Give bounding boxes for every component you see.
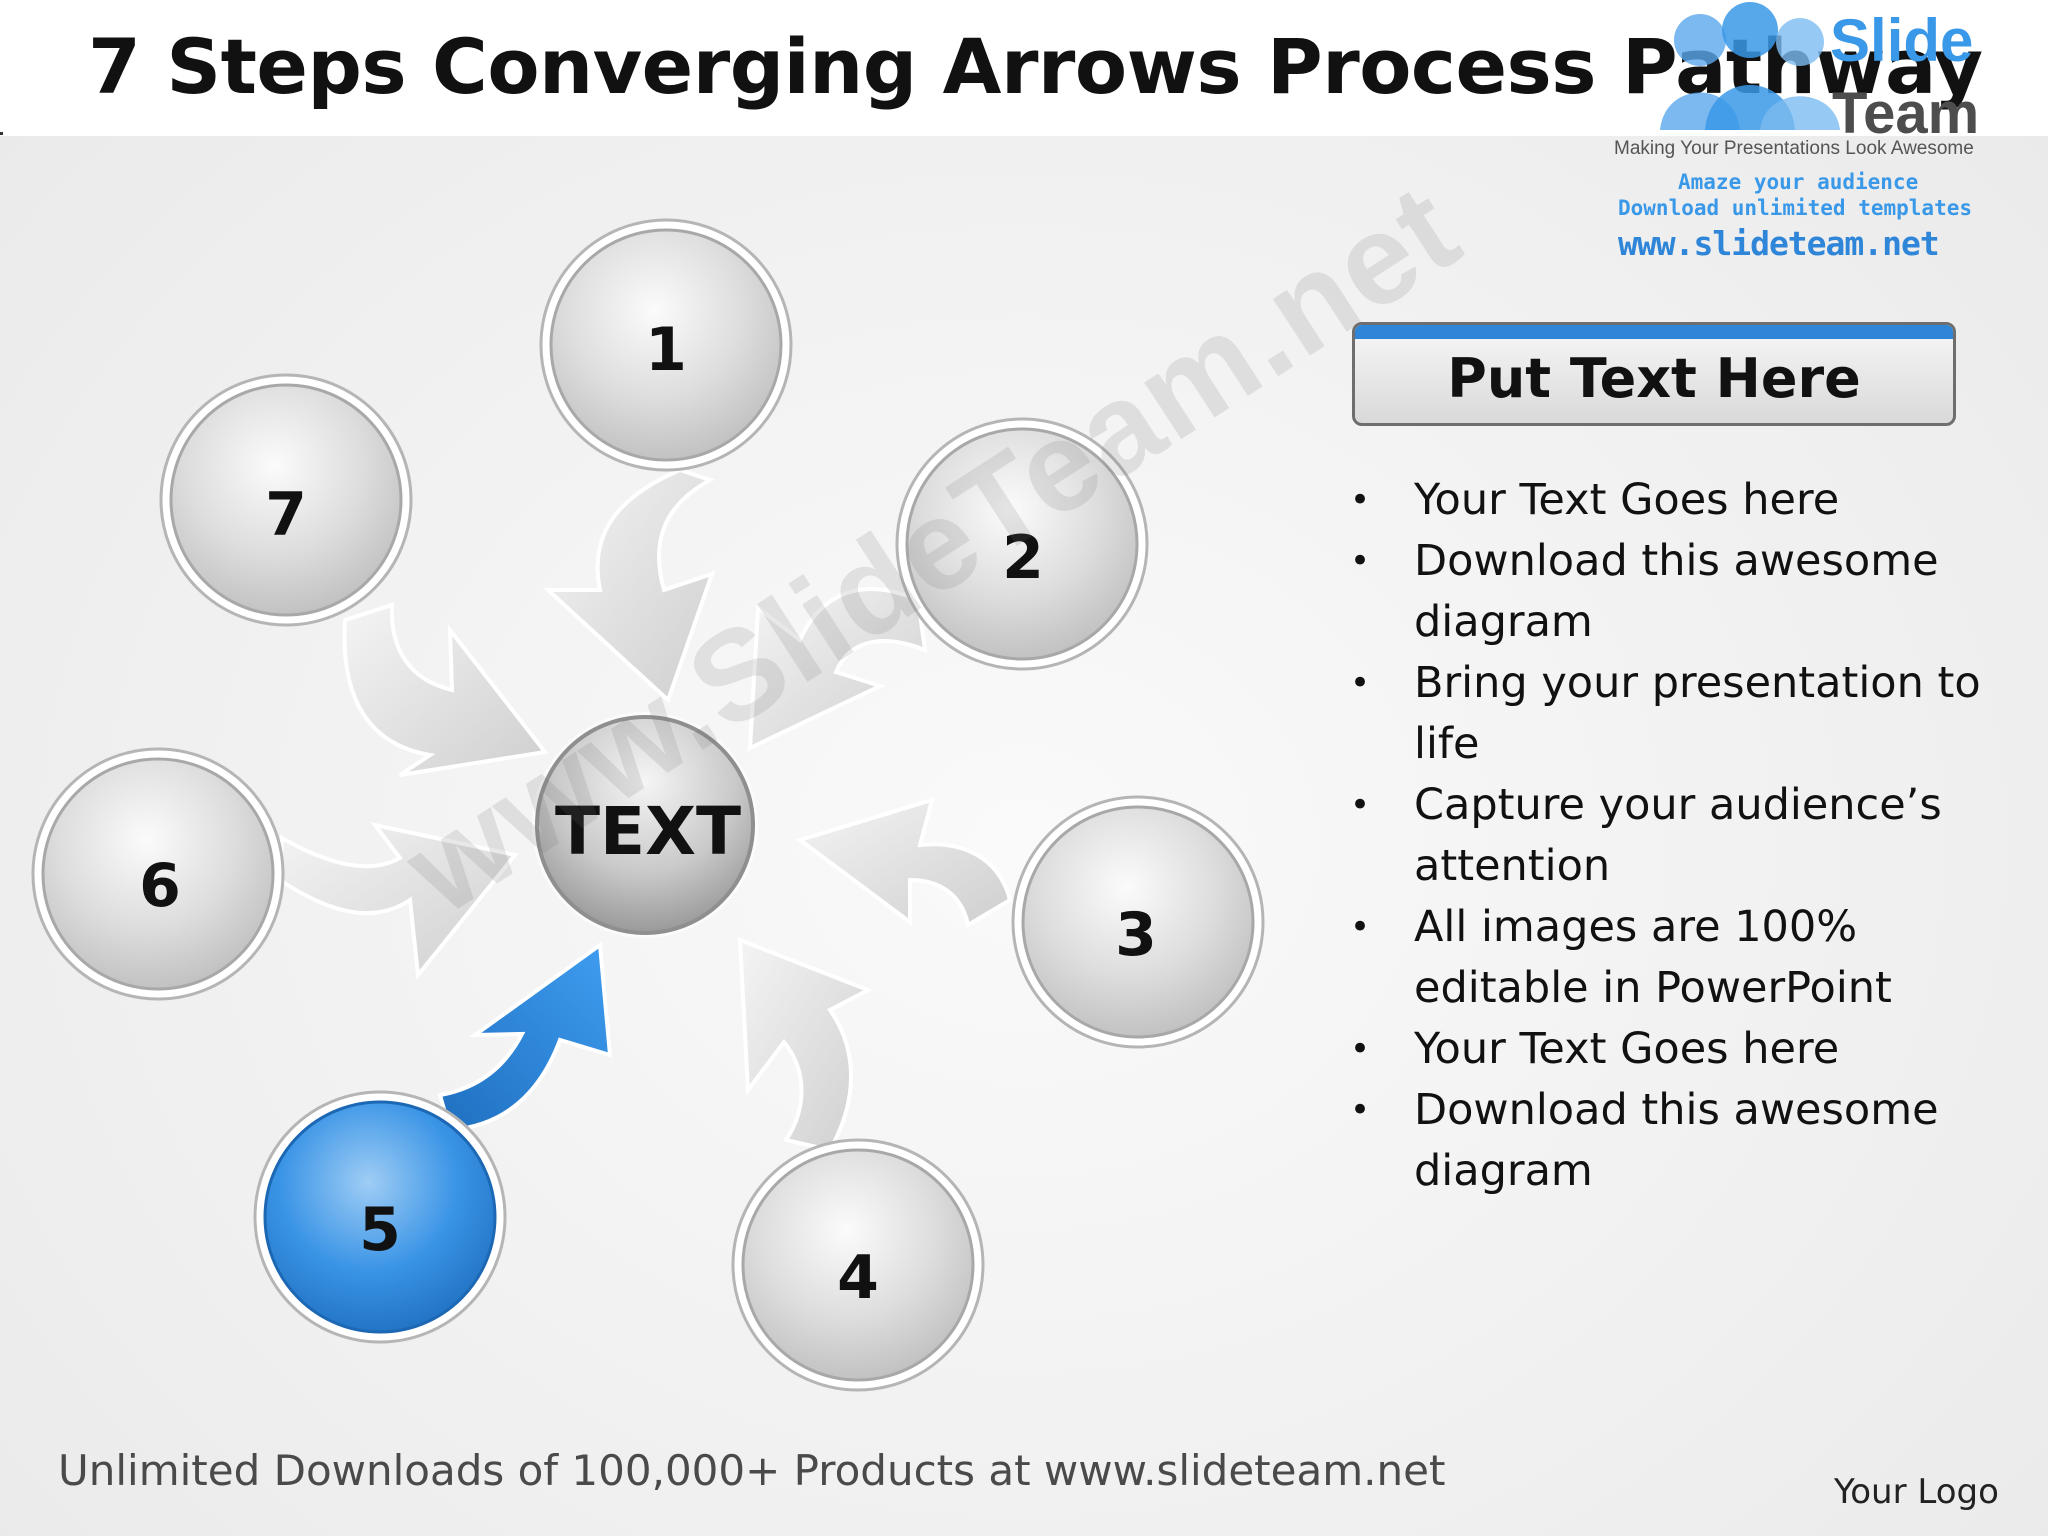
people-icon [1660,2,1840,130]
logo-promo-line-2: Download unlimited templates [1618,196,1973,220]
arrow-from-6 [277,821,519,981]
logo-promo-line-1: Amaze your audience [1678,170,1919,194]
bullet-text: All images are 100% editable in PowerPoi… [1414,902,1892,1013]
panel-header-title: Put Text Here [1447,347,1861,410]
arrow-from-1 [542,467,716,704]
step-node-3[interactable] [1011,795,1265,1049]
bullet-item: • Bring your presentation to life [1350,653,1990,775]
step-node-5[interactable] [253,1090,507,1344]
bullet-text: Download this awesome diagram [1414,1085,1939,1196]
bullet-dot-icon: • [1350,541,1371,581]
corner-mark [0,132,3,135]
logo-slide-text: Slide [1830,7,1974,74]
bullet-dot-icon: • [1350,1090,1371,1130]
panel-header-accent-bar [1355,325,1953,339]
bullet-dot-icon: • [1350,907,1371,947]
step-label-2: 2 [1002,523,1044,593]
bullet-text: Your Text Goes here [1414,475,1840,525]
logo-url[interactable]: www.slideteam.net [1618,224,1940,263]
step-label-4: 4 [837,1243,879,1313]
text-panel-header: Put Text Here [1352,322,1956,426]
arrow-from-2 [747,587,928,752]
arrow-from-4 [737,937,873,1153]
step-node-2[interactable] [895,417,1149,671]
step-node-6[interactable] [31,747,285,1001]
bullet-text: Bring your presentation to life [1414,658,1981,769]
bullet-dot-icon: • [1350,663,1371,703]
your-logo-placeholder: Your Logo [1834,1472,1999,1512]
bullet-text: Capture your audience’s attention [1414,780,1942,891]
arrow-from-3 [795,797,1013,929]
footer-text[interactable]: Unlimited Downloads of 100,000+ Products… [58,1446,1446,1495]
step-label-7: 7 [265,480,307,550]
step-label-5: 5 [359,1195,401,1265]
step-label-3: 3 [1115,900,1157,970]
bullet-dot-icon: • [1350,785,1371,825]
bullet-item: • Your Text Goes here [1350,1019,1990,1080]
slideteam-logo[interactable]: Slide Team Making Your Presentations Loo… [1610,0,2030,270]
step-label-6: 6 [139,851,181,921]
center-label: TEXT [555,793,741,870]
bullet-text: Download this awesome diagram [1414,536,1939,647]
bullet-text: Your Text Goes here [1414,1024,1840,1074]
step-node-7[interactable] [159,373,413,627]
bullet-item: • Your Text Goes here [1350,470,1990,531]
center-node [532,712,758,938]
bullet-item: • Download this awesome diagram [1350,531,1990,653]
step-label-1: 1 [645,315,687,385]
bullet-list: • Your Text Goes here • Download this awes… [1350,470,1990,1202]
bullet-dot-icon: • [1350,480,1371,520]
arrow-from-5[interactable] [437,941,613,1133]
step-node-1[interactable] [539,218,793,472]
slide-title: 7 Steps Converging Arrows Process Pathwa… [88,22,1983,111]
arrow-from-7 [342,602,549,777]
logo-team-text: Team [1832,81,1980,146]
bullet-dot-icon: • [1350,1029,1371,1069]
logo-tagline: Making Your Presentations Look Awesome [1614,138,1974,159]
bullet-item: • Download this awesome diagram [1350,1080,1990,1202]
step-node-4[interactable] [731,1138,985,1392]
bullet-item: • All images are 100% editable in PowerPo… [1350,897,1990,1019]
bullet-item: • Capture your audience’s attention [1350,775,1990,897]
